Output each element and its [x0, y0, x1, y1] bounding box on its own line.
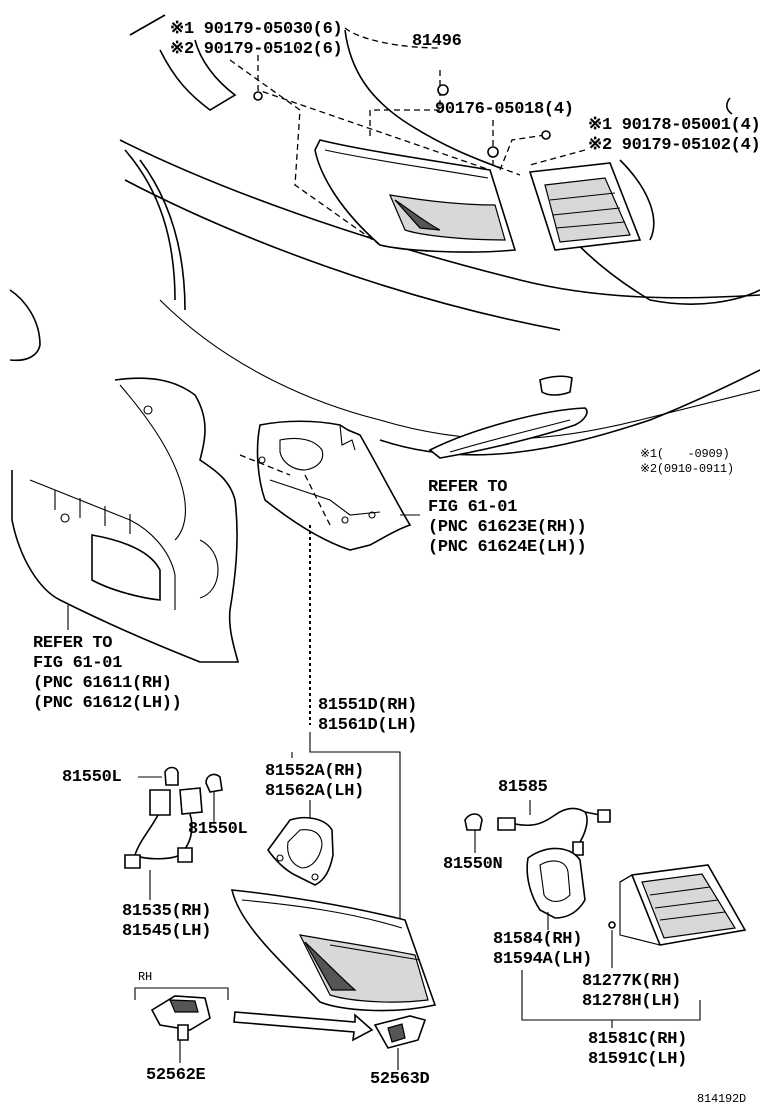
applicability-notes: ※1( -0909) ※2(0910-0911)	[640, 447, 734, 477]
callout-bolt-top-right: ※1 90178-05001(4) ※2 90179-05102(4)	[588, 116, 760, 156]
installed-outer-lamp	[314, 139, 517, 253]
callout-bolt-top-left: ※1 90179-05030(6) ※2 90179-05102(6)	[170, 20, 343, 60]
callout-lamp-assy: 81551D(RH) 81561D(LH)	[318, 696, 417, 736]
socket-and-wire-81535	[124, 787, 203, 900]
inner-bracket-panel	[239, 420, 412, 551]
quarter-panel-left	[11, 377, 240, 663]
bracket-52563d	[373, 1015, 427, 1070]
refer-left-2: FIG 61-01	[33, 654, 123, 673]
wire-81585	[497, 800, 611, 856]
refer-left-1: REFER TO	[33, 634, 113, 653]
bulb-81550l-b	[205, 773, 223, 822]
callout-nut-inner-lh: 81278H(LH)	[582, 992, 682, 1011]
refer-left-3: (PNC 61611(RH)	[33, 674, 172, 693]
refer-right-1: REFER TO	[428, 478, 508, 497]
applicability-note-1: ※1( -0909)	[640, 447, 730, 461]
outer-lamp-part	[230, 889, 437, 1012]
nut-81277k	[608, 921, 616, 929]
refer-right-2: FIG 61-01	[428, 498, 518, 517]
rh-tag: RH	[138, 970, 153, 984]
bulb-81550n	[464, 813, 483, 853]
callout-lamp-inner-rh: 81581C(RH)	[588, 1030, 688, 1049]
callout-lamp-inner: 81581C(RH) 81591C(LH)	[588, 1030, 687, 1070]
callout-bulb-81550l-b: 81550L	[188, 820, 248, 839]
bulb-81550l-a	[138, 766, 179, 786]
callout-gasket-inner-lh: 81594A(LH)	[493, 950, 593, 969]
callout-bracket-52562e: 52562E	[146, 1066, 206, 1085]
gasket-inner	[526, 847, 586, 930]
install-arrow	[233, 1011, 374, 1042]
bracket-rh-group	[134, 987, 229, 1063]
callout-bolt-top-right-2: ※2 90179-05102(4)	[588, 136, 760, 155]
callout-gasket-outer: 81552A(RH) 81562A(LH)	[265, 762, 364, 802]
callout-bulb-81550l-a: 81550L	[62, 768, 122, 787]
callout-socket-wire: 81535(RH) 81545(LH)	[122, 902, 211, 942]
callout-lamp-assy-rh: 81551D(RH)	[318, 696, 418, 715]
callout-bulb-81550n: 81550N	[443, 855, 503, 874]
refer-to-left: REFER TO FIG 61-01 (PNC 61611(RH) (PNC 6…	[33, 634, 182, 714]
refer-right-3: (PNC 61623E(RH))	[428, 518, 587, 537]
callout-bolt-top-left-1: ※1 90179-05030(6)	[170, 20, 343, 39]
callout-gasket-inner: 81584(RH) 81594A(LH)	[493, 930, 592, 970]
applicability-note-2: ※2(0910-0911)	[640, 462, 734, 476]
callout-90176: 90176-05018(4)	[435, 100, 574, 119]
callout-gasket-outer-rh: 81552A(RH)	[265, 762, 365, 781]
callout-bracket-52563d: 52563D	[370, 1070, 430, 1089]
callout-nut-inner: 81277K(RH) 81278H(LH)	[582, 972, 681, 1012]
callout-gasket-outer-lh: 81562A(LH)	[265, 782, 365, 801]
callout-81496: 81496	[412, 32, 462, 51]
callout-socket-wire-lh: 81545(LH)	[122, 922, 212, 941]
installed-inner-lamp	[528, 162, 642, 251]
drawing-number: 814192D	[697, 1092, 747, 1106]
explode-lines-upper	[229, 27, 586, 246]
callout-gasket-inner-rh: 81584(RH)	[493, 930, 583, 949]
callout-lamp-assy-lh: 81561D(LH)	[318, 716, 418, 735]
callout-bolt-top-left-2: ※2 90179-05102(6)	[170, 40, 343, 59]
lamp-assy-leaders	[291, 732, 401, 930]
callout-bolt-top-right-1: ※1 90178-05001(4)	[588, 116, 760, 135]
refer-left-4: (PNC 61612(LH))	[33, 694, 182, 713]
callout-socket-wire-rh: 81535(RH)	[122, 902, 212, 921]
gasket-outer	[267, 816, 334, 886]
callout-wire-81585: 81585	[498, 778, 548, 797]
refer-right-4: (PNC 61624E(LH))	[428, 538, 587, 557]
inner-lamp-part	[619, 864, 747, 946]
refer-to-right: REFER TO FIG 61-01 (PNC 61623E(RH)) (PNC…	[428, 478, 587, 558]
lamp-inner-leaders	[521, 970, 701, 1028]
callout-nut-inner-rh: 81277K(RH)	[582, 972, 682, 991]
callout-lamp-inner-lh: 81591C(LH)	[588, 1050, 688, 1069]
